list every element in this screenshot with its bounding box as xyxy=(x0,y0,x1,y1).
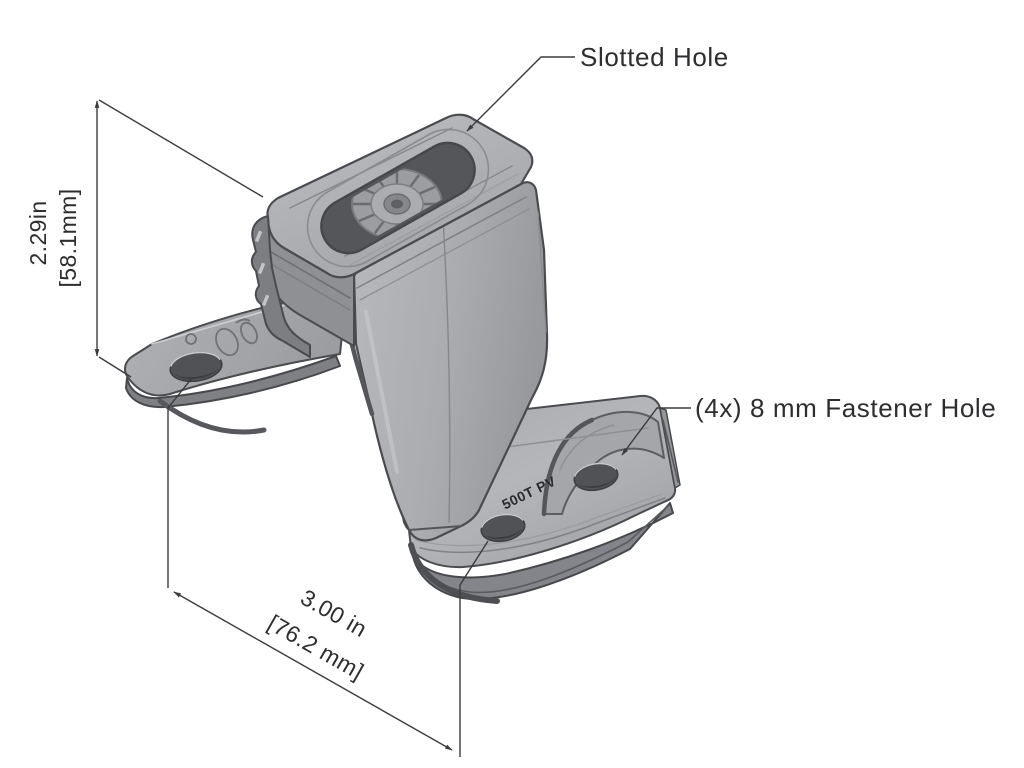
dimension-line xyxy=(173,591,453,751)
flange-tip-layers xyxy=(659,407,681,489)
callout-slotted-hole: Slotted Hole xyxy=(466,42,729,132)
slotted-hole-label: Slotted Hole xyxy=(580,42,729,72)
embossed-logo xyxy=(185,318,258,357)
extension-line xyxy=(459,540,489,757)
left-flange xyxy=(124,294,345,435)
head-end-profile xyxy=(250,215,311,358)
fastener-hole-left xyxy=(169,351,223,383)
height-dimension-mm: [58.1mm] xyxy=(55,188,81,287)
fastener-hole-label: (4x) 8 mm Fastener Hole xyxy=(695,393,996,423)
height-dimension: 2.29in [58.1mm] xyxy=(25,99,264,378)
bracket-illustration: 500T PV xyxy=(124,113,681,604)
left-flange-lip xyxy=(125,355,341,409)
fastener-hole-front-left xyxy=(480,513,526,543)
height-dimension-inches: 2.29in xyxy=(25,200,51,265)
extension-line xyxy=(98,99,264,198)
head xyxy=(250,113,534,358)
left-valley-curl xyxy=(157,398,267,435)
leader-line xyxy=(621,407,691,456)
extension-line xyxy=(167,377,193,588)
valley-dip-edge xyxy=(408,542,500,604)
leader-line xyxy=(466,56,575,132)
right-flange: 500T PV xyxy=(402,394,681,600)
fastener-hole-front-right xyxy=(573,462,619,492)
extension-line xyxy=(98,356,132,378)
web xyxy=(343,181,549,542)
callout-fastener-hole: (4x) 8 mm Fastener Hole xyxy=(621,393,996,456)
